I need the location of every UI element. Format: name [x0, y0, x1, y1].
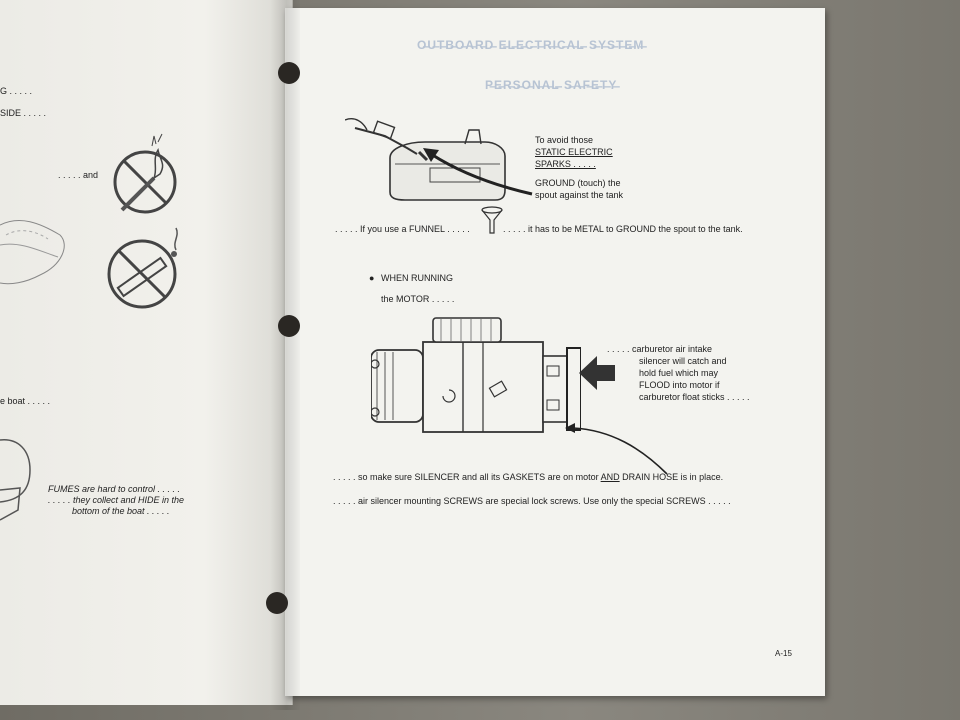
arrow-to-drain-icon: [565, 423, 668, 475]
boat-sketch: [0, 219, 65, 285]
fumes-line-3: bottom of the boat . . . . .: [72, 506, 170, 516]
left-fragment-g: G . . . . .: [0, 86, 33, 96]
binder-hole-top: [278, 62, 300, 84]
silencer-instruction: . . . . . so make sure SILENCER and all …: [333, 472, 723, 483]
funnel-text-1: . . . . . If you use a FUNNEL . . . . .: [335, 224, 470, 234]
show-through-text-2: P̶E̶R̶S̶O̶N̶A̶L̶ S̶A̶F̶E̶T̶Y̶: [485, 78, 618, 92]
carb-line-1: . . . . . carburetor air intake: [607, 344, 713, 354]
no-flame-icon: [113, 133, 177, 214]
page-number: A-15: [775, 649, 792, 658]
static-line-1: To avoid those: [535, 135, 594, 145]
right-page: O̶U̶T̶B̶O̶A̶R̶D̶ E̶L̶E̶C̶T̶R̶I̶C̶A̶L̶ S̶…: [285, 8, 825, 696]
no-smoking-icon: [107, 227, 178, 309]
carb-line-3: hold fuel which may: [639, 368, 719, 378]
carb-line-4: FLOOD into motor if: [639, 380, 720, 390]
book-binding: [270, 0, 300, 710]
left-fragment-and: . . . . . and: [58, 170, 99, 180]
arrow-to-silencer-icon: [579, 356, 615, 390]
arrow-to-spout-icon: [423, 148, 533, 196]
running-line-1: WHEN RUNNING: [381, 273, 453, 283]
static-sparks-label: SPARKS . . . . .: [535, 159, 596, 169]
silencer-text-and: AND: [600, 472, 620, 482]
silencer-text-a: . . . . . so make sure SILENCER and all …: [333, 472, 599, 482]
funnel-icon: [481, 206, 503, 234]
ground-line-1: GROUND (touch) the: [535, 178, 621, 188]
left-fragment-side: SIDE . . . . .: [0, 108, 47, 118]
funnel-text-2: . . . . . it has to be METAL to GROUND t…: [503, 224, 743, 234]
screws-instruction: . . . . . air silencer mounting SCREWS a…: [333, 496, 731, 506]
static-line-3: SPARKS . . . . .: [535, 159, 596, 170]
silencer-text-c: DRAIN HOSE is in place.: [622, 472, 724, 482]
ground-line-2: spout against the tank: [535, 190, 624, 200]
fumes-line-1: FUMES are hard to control . . . . .: [48, 484, 181, 494]
left-page: G . . . . . SIDE . . . . . . . . . . and…: [0, 0, 293, 705]
binder-hole-bottom: [266, 592, 288, 614]
left-fragment-boat: e boat . . . . .: [0, 396, 51, 406]
static-line-2: STATIC ELECTRIC: [535, 147, 613, 157]
motor-illustration: [371, 317, 581, 433]
carb-line-2: silencer will catch and: [639, 356, 727, 366]
running-line-2: the MOTOR . . . . .: [381, 294, 455, 304]
binder-hole-middle: [278, 315, 300, 337]
fumes-line-2: . . . . . they collect and HIDE in the: [48, 495, 185, 505]
bullet-icon: ●: [369, 273, 375, 283]
gas-can-illustration: [345, 118, 506, 201]
motor-sketch: [0, 439, 31, 521]
show-through-text: O̶U̶T̶B̶O̶A̶R̶D̶ E̶L̶E̶C̶T̶R̶I̶C̶A̶L̶ S̶…: [417, 38, 645, 52]
carb-line-5: carburetor float sticks . . . . .: [639, 392, 750, 402]
